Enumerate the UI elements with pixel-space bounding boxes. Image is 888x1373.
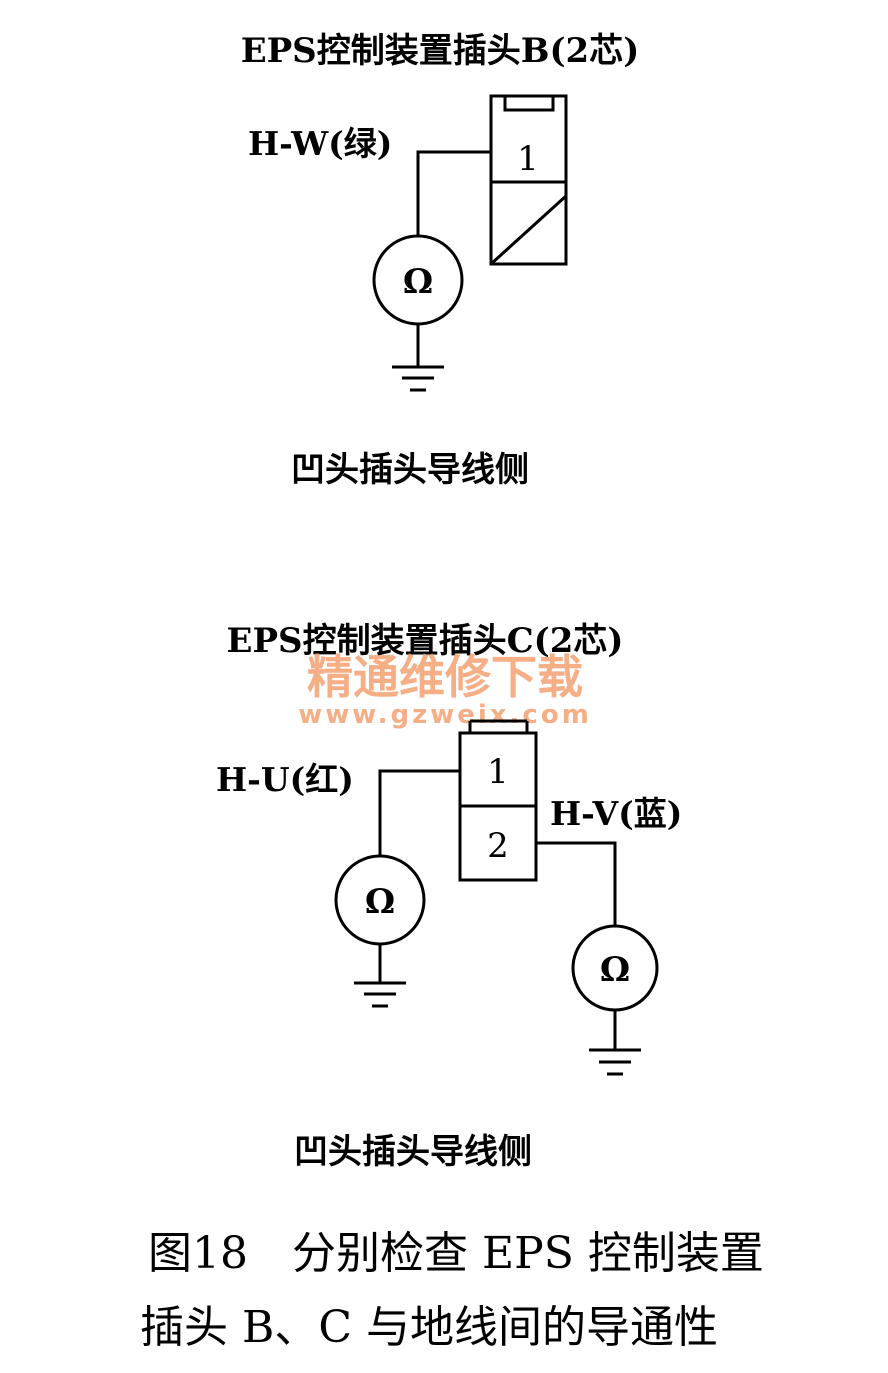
wire-h-u: [378, 769, 460, 856]
connector-c-pin-1: 1: [487, 752, 509, 792]
wire-label-h-v: H-V(蓝): [550, 794, 682, 833]
connector-c-title: EPS控制装置插头C(2芯): [227, 621, 624, 661]
connector-c-housing: [458, 719, 538, 882]
connector-b-side-label: 凹头插头导线侧: [291, 450, 529, 490]
connector-c-pin-2: 2: [487, 826, 509, 866]
connector-c-side-label: 凹头插头导线侧: [294, 1132, 532, 1172]
figure-caption-line-2: 插头 B、C 与地线间的导通性: [140, 1302, 718, 1353]
connector-b-housing: [489, 94, 568, 266]
watermark-name: 精通维修下载: [307, 650, 583, 704]
ground-symbol-c2: [589, 1010, 641, 1076]
connector-b-pin-1: 1: [517, 139, 539, 179]
wire-label-h-u: H-U(红): [216, 760, 354, 799]
ohmmeter-c2-symbol: Ω: [600, 950, 630, 990]
ground-symbol-b: [392, 324, 444, 392]
figure-caption-line-1: 图18 分别检查 EPS 控制装置: [148, 1228, 764, 1279]
connector-b-title: EPS控制装置插头B(2芯): [241, 31, 640, 71]
ohmmeter-c1-symbol: Ω: [365, 882, 395, 922]
ohmmeter-b-symbol: Ω: [403, 262, 433, 302]
wire-label-h-w: H-W(绿): [248, 124, 392, 163]
ground-symbol-c1: [354, 944, 406, 1008]
wire-h-v: [536, 841, 617, 925]
wire-h-w: [416, 150, 491, 235]
watermark-url: www.gzweix.com: [298, 700, 592, 730]
